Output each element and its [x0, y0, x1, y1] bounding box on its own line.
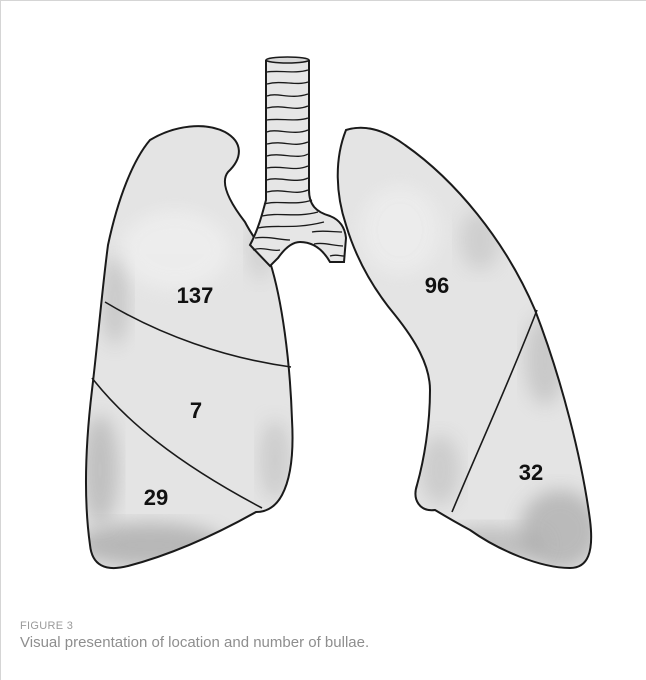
right-lung-fill [86, 126, 293, 568]
figure-caption: FIGURE 3 Visual presentation of location… [20, 619, 620, 653]
trachea [250, 57, 346, 266]
right-upper-lobe-count: 137 [177, 283, 214, 308]
trachea-fill [250, 60, 346, 266]
lung-diagram: 137 7 29 96 32 [0, 0, 646, 610]
right-middle-lobe-count: 7 [190, 398, 202, 423]
left-upper-lobe-count: 96 [425, 273, 449, 298]
figure-caption-text: Visual presentation of location and numb… [20, 633, 620, 653]
left-lower-lobe-count: 32 [519, 460, 543, 485]
right-lower-lobe-count: 29 [144, 485, 168, 510]
right-lung [75, 126, 293, 568]
left-lung [338, 128, 600, 570]
figure-label: FIGURE 3 [20, 619, 620, 633]
trachea-top [266, 57, 309, 63]
